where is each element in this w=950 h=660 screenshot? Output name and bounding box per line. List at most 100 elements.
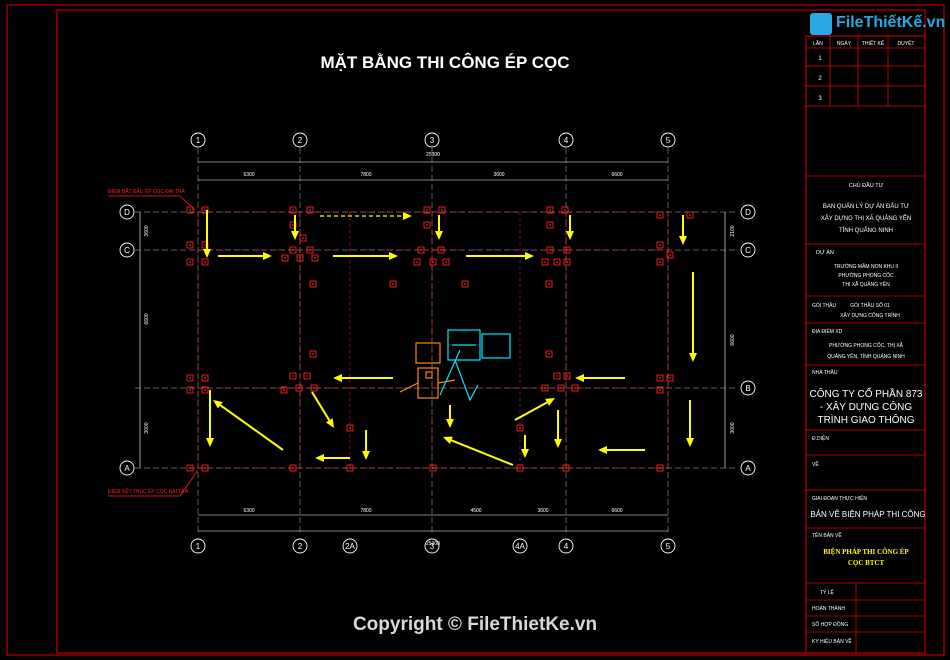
dim-top-segment: 6600: [611, 172, 622, 178]
pile-dot: [306, 375, 308, 377]
pile-dot: [420, 249, 422, 251]
pile-square: [186, 206, 194, 214]
dim-bottom-segment: 4500: [470, 508, 481, 514]
grid-bubble-circle: [740, 204, 756, 220]
arrow-head: [435, 231, 443, 240]
pile-marker: [437, 246, 445, 254]
copyright-watermark: Copyright © FileThietKe.vn: [352, 614, 598, 635]
pile-marker: [280, 386, 288, 394]
pile-marker: [546, 221, 554, 229]
grid-bubble-left: A: [119, 460, 135, 476]
construction-arrow: [521, 435, 529, 458]
pile-dot: [189, 467, 191, 469]
pile-marker: [281, 254, 289, 262]
pile-square: [280, 386, 288, 394]
construction-arrow: [689, 272, 697, 362]
pile-square: [546, 246, 554, 254]
arrow-head: [545, 398, 555, 406]
pile-dot: [298, 387, 300, 389]
arrow-shaft: [311, 391, 331, 421]
pile-marker: [541, 258, 549, 266]
stage-label: GIAI ĐOẠN THỰC HIỆN: [812, 494, 867, 502]
pile-square: [563, 246, 571, 254]
pile-square: [442, 258, 450, 266]
pile-square: [201, 464, 209, 472]
grid-bubble-label: 2: [298, 542, 303, 551]
sheet-label: TÊN BẢN VẼ: [812, 531, 842, 539]
grid-bubble-label: 5: [666, 542, 671, 551]
pile-dot: [204, 467, 206, 469]
pile-marker: [289, 464, 297, 472]
code-label: KÝ HIỆU BẢN VẼ: [812, 637, 852, 645]
grid-bubble-circle: [292, 538, 308, 554]
pile-dot: [204, 209, 206, 211]
pile-square: [666, 374, 674, 382]
pile-marker: [442, 258, 450, 266]
pile-driving-machine: [399, 342, 456, 399]
pile-layer: [186, 206, 694, 472]
pile-marker: [438, 206, 446, 214]
pile-square: [429, 464, 437, 472]
pile-square: [289, 372, 297, 380]
pile-square: [310, 384, 318, 392]
construction-arrow: [362, 430, 370, 460]
grid-bubble-label: 4: [564, 542, 569, 551]
pile-marker: [686, 211, 694, 219]
grid-bubble-top: 4: [558, 132, 574, 148]
grid-bubble-circle: [558, 132, 574, 148]
pile-dot: [204, 261, 206, 263]
grid-bubble-label: A: [124, 464, 130, 473]
dim-bottom-segment: 6300: [243, 508, 254, 514]
pile-dot: [544, 387, 546, 389]
pile-dot: [548, 353, 550, 355]
grid-bubble-top: 2: [292, 132, 308, 148]
construction-arrow: [333, 252, 398, 260]
pile-dot: [312, 283, 314, 285]
pile-square: [557, 384, 565, 392]
pile-square: [562, 464, 570, 472]
pile-square: [186, 386, 194, 394]
arrow-head: [333, 374, 342, 382]
pile-marker: [186, 258, 194, 266]
pile-marker: [201, 258, 209, 266]
grid-bubble-top: 3: [424, 132, 440, 148]
pile-dot: [292, 224, 294, 226]
pile-marker: [201, 374, 209, 382]
dim-top-segment: 6300: [243, 172, 254, 178]
grid-bubble-bottom: 5: [660, 538, 676, 554]
rev-header-lan: LẦN: [813, 40, 823, 47]
pile-dot: [312, 353, 314, 355]
dim-bottom-total: 25300: [426, 541, 440, 547]
grid-bubble-label: 4: [564, 136, 569, 145]
construction-arrow: [466, 252, 534, 260]
arrow-shaft: [514, 401, 548, 421]
construction-arrow: [203, 210, 211, 258]
arrow-head: [679, 236, 687, 245]
pile-square: [541, 384, 549, 392]
arrow-head: [291, 231, 299, 240]
project-line-2: PHƯỜNG PHONG CỐC: [838, 272, 894, 279]
owner-line-1: BAN QUẢN LÝ DỰ ÁN ĐẦU TƯ: [823, 203, 909, 210]
arrow-head: [554, 439, 562, 448]
pile-marker: [461, 280, 469, 288]
pile-square: [346, 464, 354, 472]
pile-dot: [565, 467, 567, 469]
pile-marker: [310, 384, 318, 392]
rev-row-2: 2: [818, 76, 822, 82]
pile-square: [413, 258, 421, 266]
construction-arrow: [446, 405, 454, 428]
arrow-head: [598, 446, 607, 454]
grid-bubble-circle: [190, 538, 206, 554]
grid-bubble-top: 1: [190, 132, 206, 148]
pile-square: [186, 258, 194, 266]
pile-marker: [309, 280, 317, 288]
pile-dot: [204, 389, 206, 391]
pile-dot: [669, 254, 671, 256]
pile-square: [423, 221, 431, 229]
dim-bottom-segment: 7800: [360, 508, 371, 514]
grid-bubble-label: 5: [666, 136, 671, 145]
pile-dot: [292, 467, 294, 469]
pile-square: [656, 464, 664, 472]
pile-dot: [549, 249, 551, 251]
